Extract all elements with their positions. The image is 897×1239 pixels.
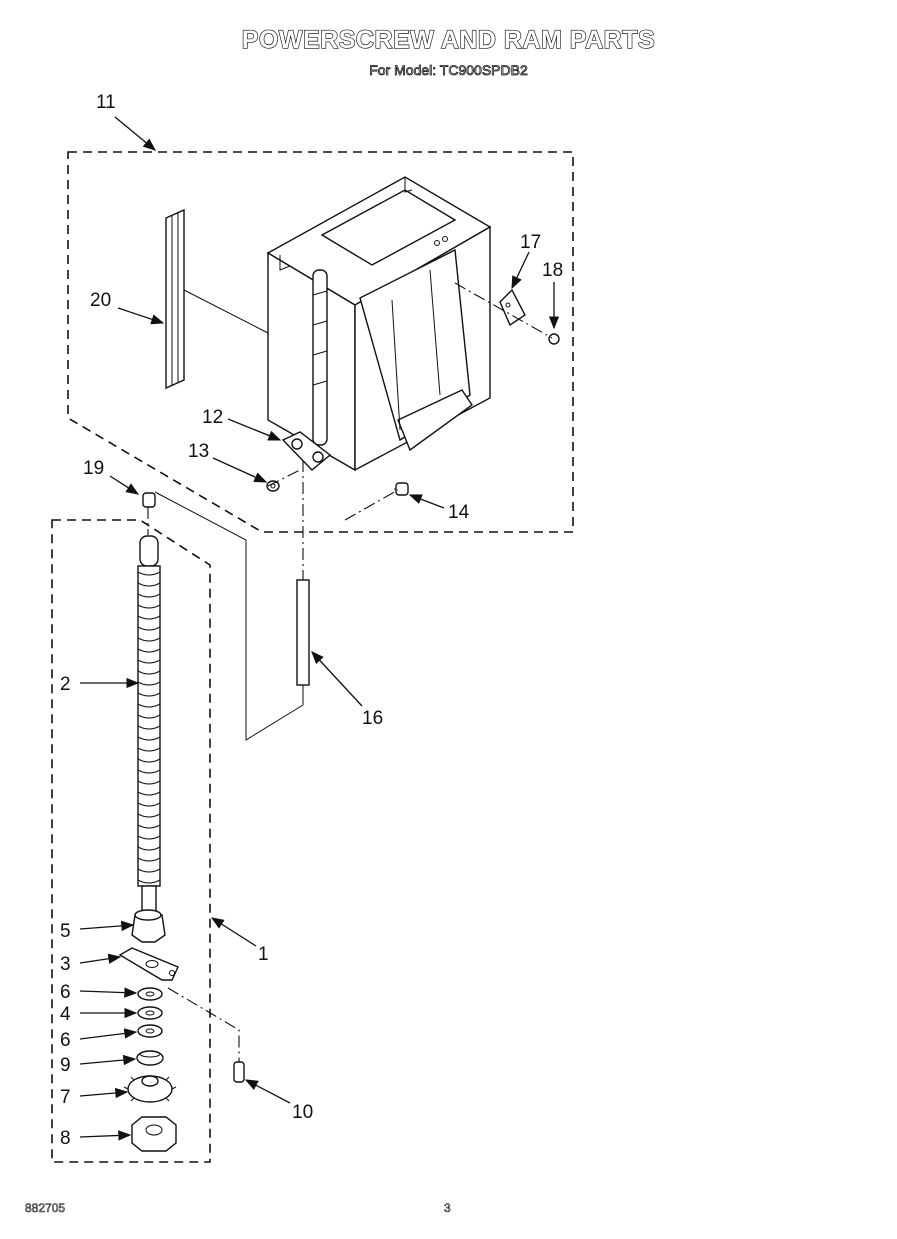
callout-6a: 6 bbox=[60, 982, 71, 1003]
plate-part-3 bbox=[118, 947, 179, 981]
thread-ridge bbox=[137, 692, 161, 697]
callout-11: 11 bbox=[96, 92, 116, 113]
thread-ridge bbox=[137, 857, 161, 862]
callout-8: 8 bbox=[60, 1128, 71, 1149]
callout-17: 17 bbox=[520, 232, 541, 253]
thread-ridge bbox=[137, 670, 161, 675]
powerscrew-part-2 bbox=[137, 535, 161, 912]
thread-ridge bbox=[137, 813, 161, 818]
screw-part-14 bbox=[394, 482, 409, 496]
document-code: 882705 bbox=[25, 1201, 66, 1216]
thread-ridge bbox=[137, 846, 161, 851]
thread-ridge bbox=[137, 681, 161, 686]
thread-ridge bbox=[137, 780, 161, 785]
powerscrew-assembly-boundary bbox=[51, 519, 211, 1163]
thread-ridge bbox=[137, 868, 161, 873]
ram-screw-part bbox=[312, 269, 328, 446]
callout-4: 4 bbox=[60, 1004, 71, 1025]
nut-bracket-part-12 bbox=[281, 431, 332, 471]
callout-18: 18 bbox=[542, 260, 563, 281]
ram-assembly-boundary bbox=[67, 151, 574, 533]
thread-ridge bbox=[137, 593, 161, 598]
rod-part-16 bbox=[296, 579, 310, 686]
callout-7: 7 bbox=[60, 1087, 71, 1108]
thread-ridge bbox=[137, 659, 161, 664]
thread-ridge bbox=[137, 791, 161, 796]
model-subtitle: For Model: TC900SPDB2 bbox=[369, 62, 528, 79]
thread-ridge bbox=[137, 626, 161, 631]
bearing-part-5 bbox=[131, 909, 166, 943]
bracket-part-17 bbox=[499, 288, 526, 327]
thread-ridge bbox=[137, 582, 161, 587]
screw-part-10 bbox=[233, 1061, 245, 1083]
callout-5: 5 bbox=[60, 921, 71, 942]
thread-ridge bbox=[137, 879, 161, 884]
sprocket-part-7 bbox=[123, 1075, 177, 1103]
callout-2: 2 bbox=[60, 674, 71, 695]
callout-6b: 6 bbox=[60, 1030, 71, 1051]
spacer-part-9 bbox=[136, 1050, 164, 1066]
callout-10: 10 bbox=[292, 1102, 313, 1123]
page-title: POWERSCREW AND RAM PARTS bbox=[241, 25, 656, 54]
callout-20: 20 bbox=[90, 290, 111, 311]
callout-3: 3 bbox=[60, 954, 71, 975]
callout-14: 14 bbox=[448, 502, 470, 523]
thread-ridge bbox=[137, 769, 161, 774]
washer-part-6a bbox=[137, 987, 163, 1001]
callout-16: 16 bbox=[362, 708, 383, 729]
rail-part-20 bbox=[165, 208, 269, 390]
thread-ridge bbox=[137, 604, 161, 609]
thread-ridge bbox=[137, 571, 161, 576]
callout-9: 9 bbox=[60, 1055, 71, 1076]
thread-ridge bbox=[137, 736, 161, 741]
thread-ridge bbox=[137, 703, 161, 708]
thread-ridge bbox=[137, 615, 161, 620]
callout-1: 1 bbox=[258, 944, 269, 965]
thread-ridge bbox=[137, 637, 161, 642]
thread-ridge bbox=[137, 758, 161, 763]
thread-ridge bbox=[137, 648, 161, 653]
thread-ridge bbox=[137, 824, 161, 829]
washer-part-6b bbox=[137, 1024, 163, 1038]
thread-ridge bbox=[137, 802, 161, 807]
screw-part-18 bbox=[548, 333, 560, 345]
callout-12: 12 bbox=[202, 407, 223, 428]
thread-ridge bbox=[137, 747, 161, 752]
callout-19: 19 bbox=[83, 458, 104, 479]
bushing-part-19 bbox=[142, 492, 156, 508]
page-number: 3 bbox=[444, 1201, 451, 1216]
thread-ridge bbox=[137, 835, 161, 840]
thread-ridge bbox=[137, 725, 161, 730]
ram-box-part bbox=[266, 176, 492, 472]
washer-part-4 bbox=[137, 1006, 163, 1020]
nut-part-8 bbox=[131, 1116, 177, 1152]
callout-13: 13 bbox=[188, 441, 209, 462]
thread-ridge bbox=[137, 714, 161, 719]
